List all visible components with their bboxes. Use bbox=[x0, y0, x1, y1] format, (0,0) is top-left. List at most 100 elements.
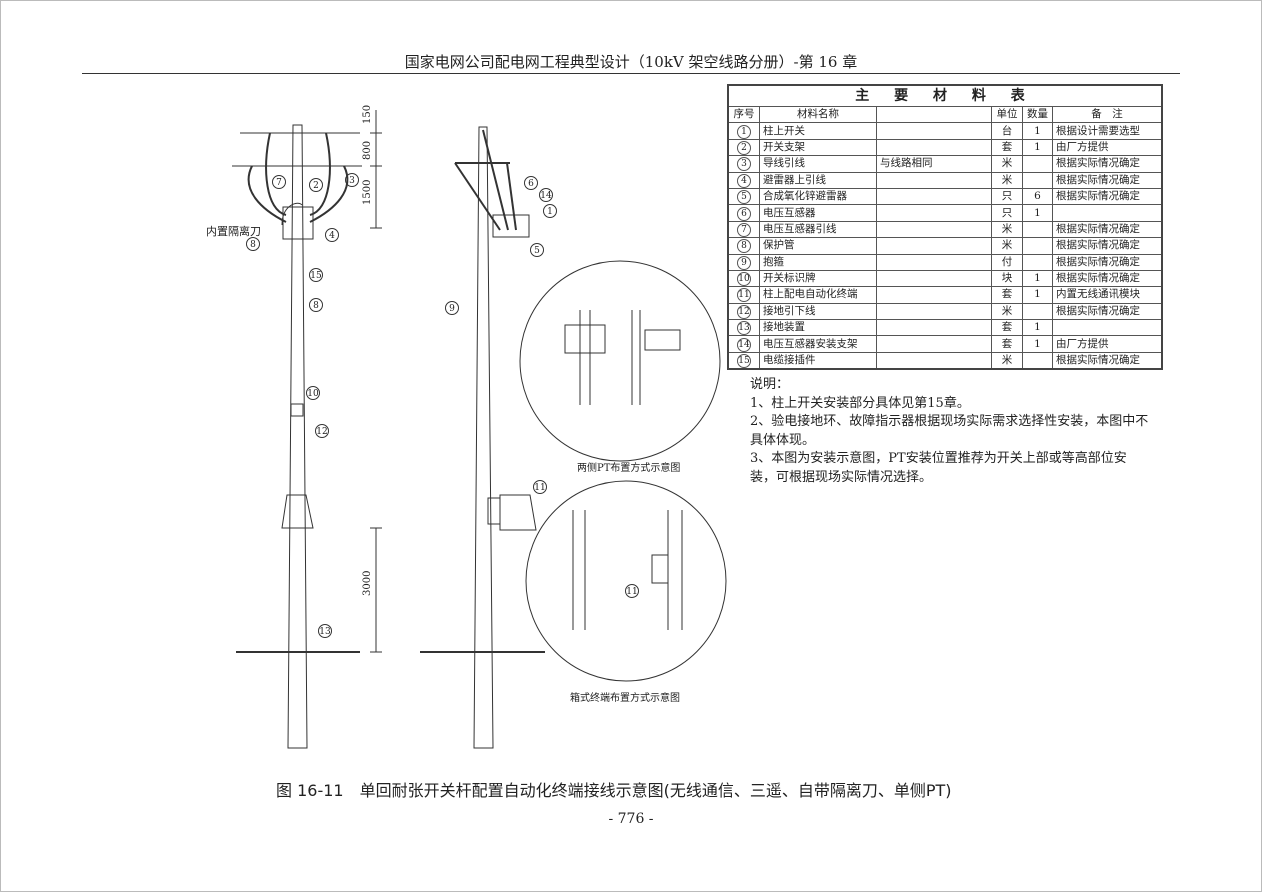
callout-5: 5 bbox=[530, 243, 544, 257]
cell-text: 根据实际情况确定 bbox=[1056, 157, 1140, 170]
cell-text: 套 bbox=[1001, 337, 1013, 350]
cell-qty bbox=[1022, 155, 1053, 173]
cell-spec bbox=[876, 138, 992, 157]
cell-text: 柱上配电自动化终端 bbox=[763, 288, 858, 301]
cell-text: 只 bbox=[1001, 190, 1013, 203]
col-header: 单位 bbox=[991, 105, 1023, 124]
detail-circle-box-terminal bbox=[525, 480, 727, 682]
cell-remark: 根据实际情况确定 bbox=[1052, 269, 1163, 288]
callout-12: 12 bbox=[315, 424, 329, 438]
cell-qty: 1 bbox=[1022, 138, 1053, 157]
cell-text: 根据实际情况确定 bbox=[1056, 173, 1140, 186]
svg-text:3: 3 bbox=[349, 176, 355, 186]
cell-name: 电压互感器引线 bbox=[759, 220, 877, 239]
callout-9: 9 bbox=[445, 301, 459, 315]
page-number: - 776 - bbox=[608, 811, 654, 827]
callout-8b: 8 bbox=[309, 298, 323, 312]
cell-name: 电压互感器 bbox=[759, 204, 877, 222]
cell-remark: 根据实际情况确定 bbox=[1052, 171, 1163, 189]
cell-text: 米 bbox=[1001, 354, 1013, 367]
cell-no: 6 bbox=[727, 204, 760, 222]
cell-text: 由厂方提供 bbox=[1056, 337, 1109, 350]
callout-7: 7 bbox=[272, 175, 286, 189]
cell-remark: 根据实际情况确定 bbox=[1052, 187, 1163, 206]
cell-text: 付 bbox=[1001, 255, 1013, 268]
cell-remark: 根据实际情况确定 bbox=[1052, 237, 1163, 255]
cell-unit: 只 bbox=[991, 187, 1023, 206]
cell-spec bbox=[876, 187, 992, 206]
item-number: 9 bbox=[737, 255, 751, 270]
callouts: 7 2 3 4 8 15 8 10 12 13 6 14 1 5 9 11 11 bbox=[246, 173, 639, 638]
cell-name: 避雷器上引线 bbox=[759, 171, 877, 189]
svg-text:15: 15 bbox=[310, 271, 322, 281]
cell-text: 套 bbox=[1001, 140, 1013, 153]
cell-no: 1 bbox=[727, 122, 760, 140]
detail-circle-two-side-pt bbox=[519, 260, 721, 462]
cell-text: 抱箍 bbox=[763, 255, 784, 268]
cell-no: 8 bbox=[727, 237, 760, 255]
cell-spec: 与线路相同 bbox=[876, 155, 992, 173]
cell-unit: 米 bbox=[991, 155, 1023, 173]
cell-qty bbox=[1022, 171, 1053, 189]
svg-text:5: 5 bbox=[534, 246, 540, 256]
cell-text: 米 bbox=[1001, 157, 1013, 170]
cell-text: 开关支架 bbox=[763, 140, 805, 153]
callout-11b: 11 bbox=[625, 584, 639, 598]
note-item: 1、柱上开关安装部分具体见第15章。 bbox=[750, 395, 970, 411]
table-header-row: 序号 材料名称 单位 数量 备 注 bbox=[727, 105, 1163, 124]
svg-text:2: 2 bbox=[313, 181, 319, 191]
item-number: 8 bbox=[737, 239, 751, 254]
cell-text: 内置无线通讯模块 bbox=[1056, 288, 1140, 301]
cell-unit: 米 bbox=[991, 171, 1023, 189]
cell-unit: 只 bbox=[991, 204, 1023, 222]
running-header: 国家电网公司配电网工程典型设计（10kV 架空线路分册）-第 16 章 bbox=[404, 53, 858, 71]
item-number: 3 bbox=[737, 157, 751, 172]
detail2-caption: 箱式终端布置方式示意图 bbox=[570, 691, 680, 704]
cell-unit: 套 bbox=[991, 138, 1023, 157]
cell-qty: 1 bbox=[1022, 269, 1053, 288]
cell-qty bbox=[1022, 253, 1053, 271]
cell-text: 保护管 bbox=[763, 239, 795, 252]
cell-text: 米 bbox=[1001, 239, 1013, 252]
cell-text: 6 bbox=[1034, 190, 1041, 203]
cell-qty bbox=[1022, 220, 1053, 239]
cell-unit: 套 bbox=[991, 286, 1023, 304]
cell-text: 1 bbox=[1034, 321, 1041, 334]
note-item: 3、本图为安装示意图，PT安装位置推荐为开关上部或等高部位安装，可根据现场实际情… bbox=[750, 451, 1127, 485]
cell-text: 根据实际情况确定 bbox=[1056, 272, 1140, 285]
callout-11: 11 bbox=[533, 480, 547, 494]
cell-name: 合成氧化锌避雷器 bbox=[759, 187, 877, 206]
cell-spec bbox=[876, 302, 992, 321]
cell-no: 10 bbox=[727, 269, 760, 288]
cell-qty: 1 bbox=[1022, 204, 1053, 222]
cell-remark: 根据实际情况确定 bbox=[1052, 351, 1163, 370]
callout-4: 4 bbox=[325, 228, 339, 242]
dim-800: 800 bbox=[362, 141, 373, 160]
left-pole bbox=[232, 110, 382, 749]
cell-spec bbox=[876, 122, 992, 140]
cell-remark: 由厂方提供 bbox=[1052, 335, 1163, 353]
item-number: 1 bbox=[737, 124, 751, 139]
notes: 说明： 1、柱上开关安装部分具体见第15章。 2、验电接地环、故障指示器根据现场… bbox=[750, 376, 1150, 487]
svg-text:1: 1 bbox=[547, 207, 553, 217]
cell-name: 柱上配电自动化终端 bbox=[759, 286, 877, 304]
cell-text: 米 bbox=[1001, 222, 1013, 235]
cell-spec bbox=[876, 319, 992, 337]
cell-unit: 米 bbox=[991, 220, 1023, 239]
cell-remark: 根据实际情况确定 bbox=[1052, 155, 1163, 173]
callout-1: 1 bbox=[543, 204, 557, 218]
cell-name: 开关支架 bbox=[759, 138, 877, 157]
cell-name: 抱箍 bbox=[759, 253, 877, 271]
callout-14: 14 bbox=[539, 188, 553, 202]
cell-text: 米 bbox=[1001, 173, 1013, 186]
cell-remark: 根据实际情况确定 bbox=[1052, 302, 1163, 321]
